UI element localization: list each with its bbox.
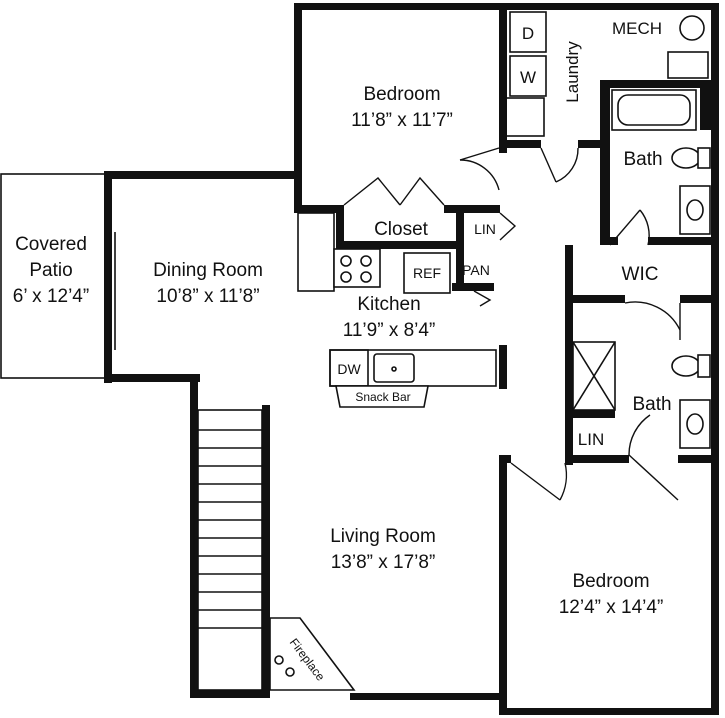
laundry-fixtures [505, 11, 709, 137]
dryer-label: D [522, 24, 534, 43]
laundry-label: Laundry [563, 41, 582, 103]
bedroom1-size: 11’8” x 11’7” [351, 110, 453, 131]
living-size: 13’8” x 17’8” [331, 552, 436, 573]
bath-top-label: Bath [623, 149, 662, 170]
toilet [671, 355, 701, 377]
toilet [671, 147, 701, 169]
vanity [679, 185, 711, 235]
dining-size: 10’8” x 11’8” [156, 286, 259, 307]
staircase [197, 409, 263, 691]
washer-label: W [520, 68, 536, 87]
kitchen-fixtures [297, 212, 497, 408]
room-labels: Bedroom 11’8” x 11’7” Covered Patio 6’ x… [13, 84, 663, 618]
lower-bath-fixtures [572, 341, 711, 449]
bathtub [611, 89, 697, 131]
linen-lower-label: LIN [578, 430, 604, 449]
range [333, 248, 381, 288]
fireplace [269, 617, 356, 691]
windows [109, 40, 660, 713]
living-name: Living Room [330, 526, 436, 547]
bath-lower-label: Bath [632, 394, 671, 415]
closet-label: Closet [374, 219, 429, 240]
linen-top-label: LIN [474, 221, 496, 237]
dishwasher-label: DW [337, 361, 361, 377]
refrigerator-label: REF [413, 265, 441, 281]
kitchen-size: 11’9” x 8’4” [343, 320, 436, 341]
bedroom2-name: Bedroom [572, 571, 649, 592]
patio-size: 6’ x 12’4” [13, 286, 89, 307]
snack-bar-label: Snack Bar [355, 390, 410, 404]
wic-label: WIC [622, 264, 659, 285]
patio-line1: Covered [15, 234, 87, 255]
refrigerator [403, 252, 451, 294]
patio-line2: Patio [29, 260, 72, 281]
mech-label: MECH [612, 19, 662, 38]
bedroom1-name: Bedroom [363, 84, 440, 105]
vanity [679, 399, 711, 449]
bedroom2-size: 12’4” x 14’4” [559, 597, 664, 618]
washer [509, 55, 547, 97]
upper-bath-fixtures [611, 89, 711, 235]
doors [343, 147, 681, 501]
pantry-label: PAN [462, 262, 490, 278]
dining-name: Dining Room [153, 260, 263, 281]
dryer [509, 11, 547, 53]
kitchen-name: Kitchen [357, 294, 420, 315]
